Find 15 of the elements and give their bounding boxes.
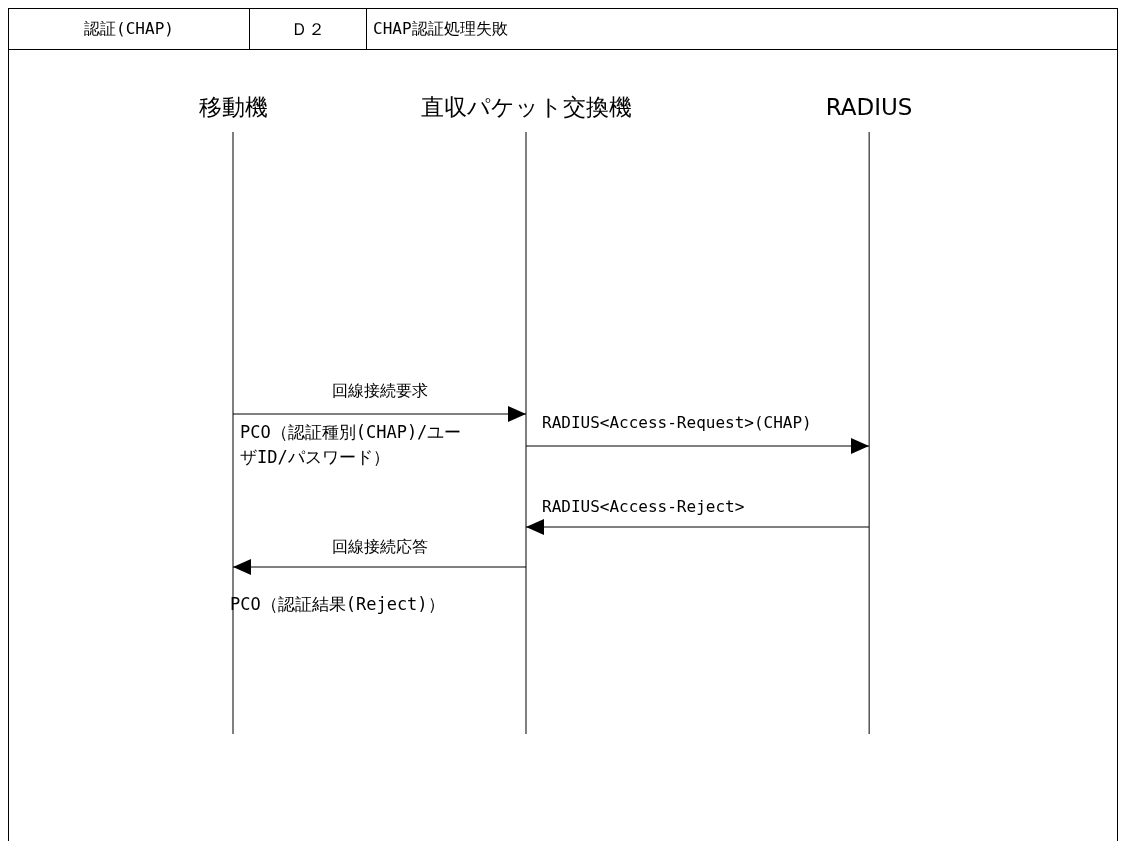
header-cell-text: Ｄ２ bbox=[291, 17, 325, 41]
header-cell-text: CHAP認証処理失敗 bbox=[373, 18, 508, 40]
message-arrow bbox=[525, 438, 870, 454]
edge-label: 回線接続応答 bbox=[332, 537, 428, 557]
parameter-note: PCO（認証種別(CHAP)/ユーザID/パスワード） bbox=[240, 421, 463, 469]
participant-label: 直収パケット交換機 bbox=[420, 93, 632, 122]
edge-label: RADIUS<Access-Request>(CHAP) bbox=[542, 413, 812, 433]
participant-label: 移動機 bbox=[198, 93, 268, 122]
message-arrow bbox=[232, 559, 527, 575]
message-arrow bbox=[525, 519, 870, 535]
participant-label: RADIUS bbox=[825, 93, 913, 122]
parameter-note: PCO（認証結果(Reject)） bbox=[230, 593, 446, 616]
edge-label: 回線接続要求 bbox=[332, 381, 428, 401]
header-cell-text: 認証(CHAP) bbox=[84, 18, 174, 40]
edge-label: RADIUS<Access-Reject> bbox=[542, 497, 745, 517]
